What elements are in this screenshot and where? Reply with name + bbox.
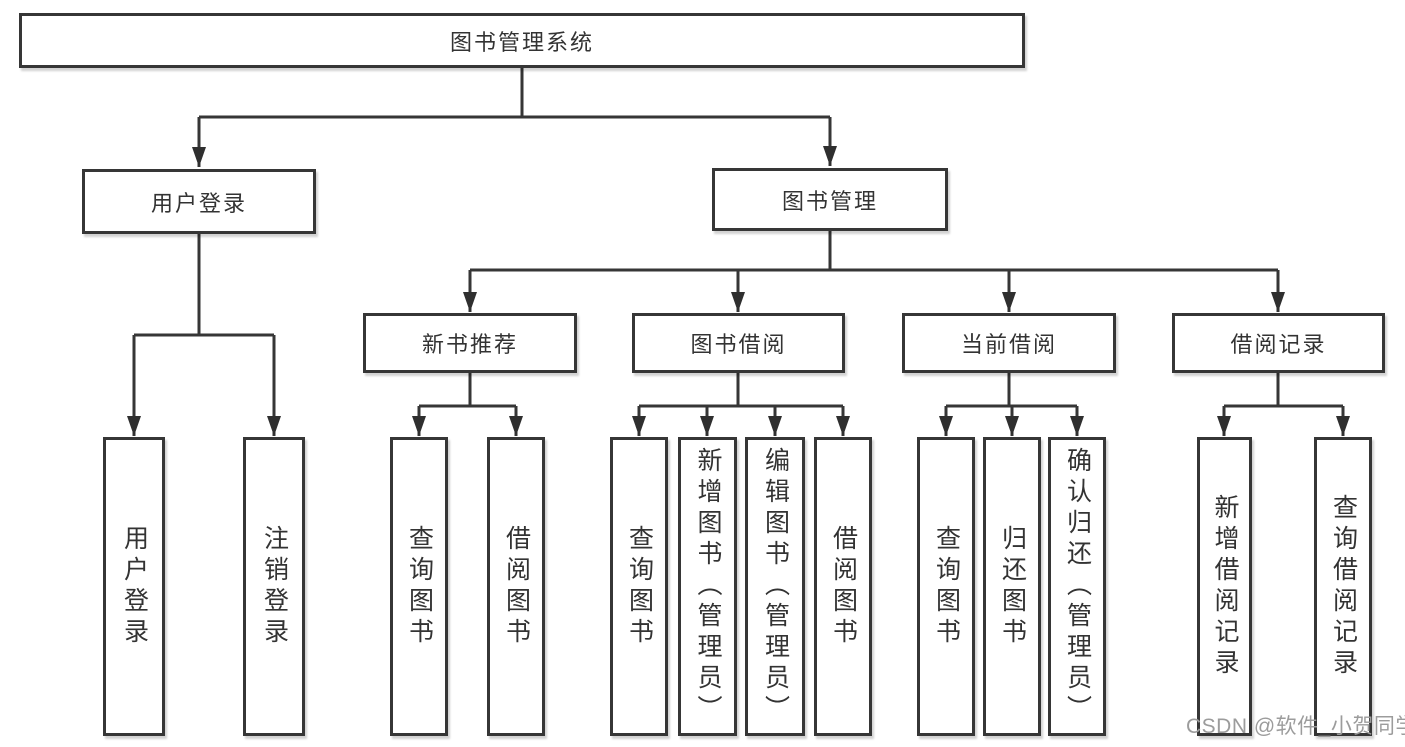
node-borrowing-records: 借阅记录	[1172, 313, 1385, 373]
node-query-books-borrowing: 查询图书	[610, 437, 668, 736]
node-current-borrowing: 当前借阅	[902, 313, 1116, 373]
node-user-login: 用户登录	[82, 169, 316, 234]
node-borrow-books-recommend: 借阅图书	[487, 437, 545, 736]
node-book-management: 图书管理	[712, 168, 948, 231]
node-confirm-return-admin: 确认归还（管理员）	[1048, 437, 1106, 736]
csdn-watermark: CSDN @软件_小贺同学	[1186, 715, 1405, 738]
node-query-books-recommend: 查询图书	[390, 437, 448, 736]
node-add-book-admin: 新增图书（管理员）	[678, 437, 737, 736]
node-edit-book-admin: 编辑图书（管理员）	[745, 437, 805, 736]
node-user-login-leaf: 用户登录	[103, 437, 165, 736]
node-return-books: 归还图书	[983, 437, 1041, 736]
node-query-borrow-record: 查询借阅记录	[1314, 437, 1372, 736]
node-logout: 注销登录	[243, 437, 305, 736]
node-query-books-current: 查询图书	[917, 437, 975, 736]
node-borrow-books-borrowing: 借阅图书	[814, 437, 872, 736]
node-add-borrow-record: 新增借阅记录	[1197, 437, 1252, 736]
node-new-book-recommendation: 新书推荐	[363, 313, 577, 373]
node-library-management-system: 图书管理系统	[19, 13, 1025, 68]
node-book-borrowing: 图书借阅	[632, 313, 845, 373]
